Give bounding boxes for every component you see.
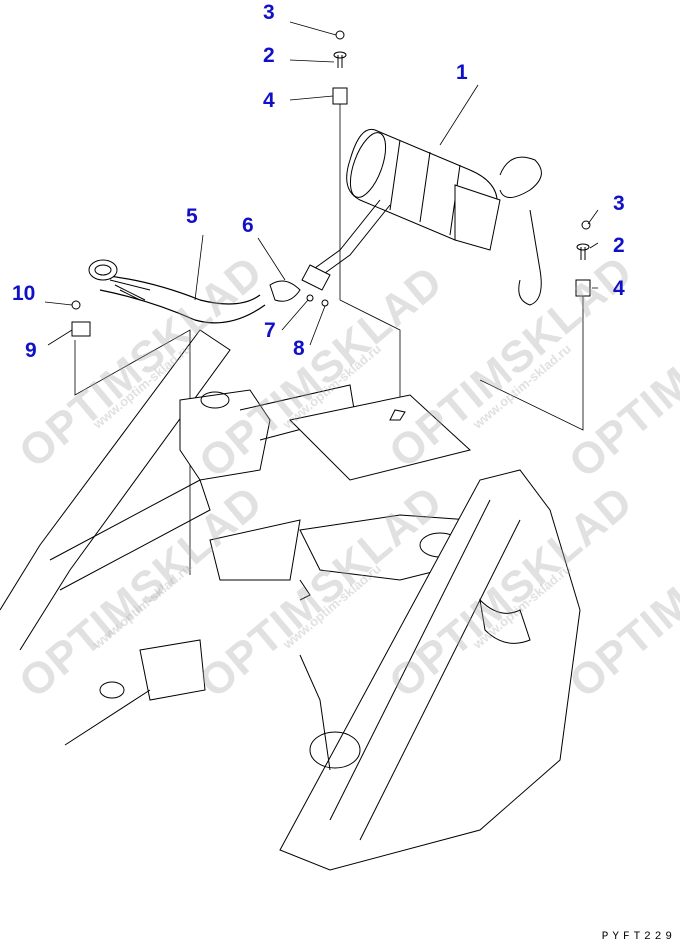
callout-10: 10: [12, 282, 36, 305]
fasteners: [71, 30, 591, 337]
leader-lines: [44, 21, 599, 575]
callout-8: 8: [293, 337, 305, 360]
exhaust-pipe: [88, 259, 331, 324]
chassis-frame: [0, 329, 581, 871]
callout-4: 4: [263, 89, 275, 112]
callout-3-right: 3: [613, 192, 625, 215]
drawing-code: PYFT229: [601, 931, 676, 943]
callout-5: 5: [186, 205, 198, 228]
callout-1: 1: [456, 61, 468, 84]
callout-9: 9: [25, 339, 37, 362]
callout-2: 2: [263, 44, 275, 67]
callout-7: 7: [264, 319, 276, 342]
callout-4-right: 4: [613, 277, 625, 300]
callout-6: 6: [242, 214, 254, 237]
callout-3: 3: [263, 1, 275, 24]
callout-2-right: 2: [613, 234, 625, 257]
